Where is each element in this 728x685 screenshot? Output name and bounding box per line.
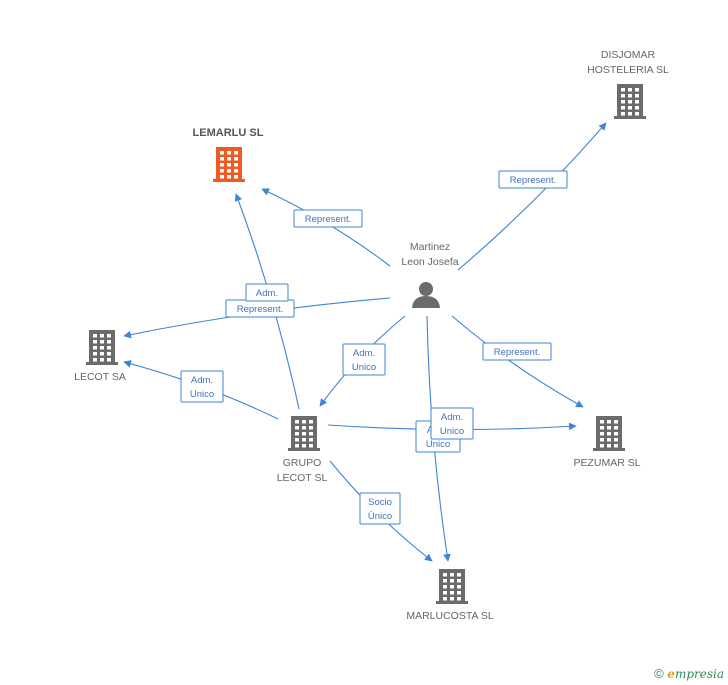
node-label-martinez[interactable]: Leon Josefa <box>401 256 458 268</box>
edge-label-box-m-pezumar[interactable] <box>482 342 552 361</box>
building-icon[interactable] <box>614 84 646 119</box>
edge-label-text-m-lecotsa: Represent. <box>237 304 283 315</box>
edge-m-disjomar <box>457 122 607 271</box>
edge-label-text-g-lemarlu: Adm. <box>256 288 278 299</box>
edge-label-text-m-grupo: Unico <box>352 362 376 373</box>
edge-label-text-m-grupo: Adm. <box>353 348 375 359</box>
edge-label-text-m-lemarlu: Represent. <box>305 214 351 225</box>
building-icon[interactable] <box>213 147 245 182</box>
building-icon[interactable] <box>436 569 468 604</box>
node-label-lemarlu[interactable]: LEMARLU SL <box>193 127 264 139</box>
node-label-lecot_sa[interactable]: LECOT SA <box>74 371 126 383</box>
edge-label-text-m-disjomar: Represent. <box>510 175 556 186</box>
edge-label-text-g-lecotsa: Adm. <box>191 375 213 386</box>
copyright-icon: © <box>654 666 664 681</box>
edge-m-pezumar <box>451 315 584 408</box>
node-label-grupo_lecot[interactable]: LECOT SL <box>277 472 328 484</box>
edge-label-box-g-lecotsa[interactable] <box>180 370 224 403</box>
edge-labels-layer: Represent. Represent. Represent. Adm. Unico R… <box>180 170 568 525</box>
node-label-pezumar[interactable]: PEZUMAR SL <box>573 457 640 469</box>
brand-logo[interactable]: empresia <box>667 667 724 681</box>
edge-label-text-m-pezumar: Represent. <box>494 347 540 358</box>
edge-label-box-m-disjomar[interactable] <box>498 170 568 189</box>
edge-label-box-m-grupo[interactable] <box>342 343 386 376</box>
edge-label-text-g-marlucosta: Socio <box>368 497 392 508</box>
edge-label-text-g-pezumar: Unico <box>440 426 464 437</box>
edge-label-box-g-pezumar[interactable] <box>430 407 474 440</box>
node-label-grupo_lecot[interactable]: GRUPO <box>283 457 322 469</box>
edge-label-box-m-lemarlu[interactable] <box>293 209 363 228</box>
building-icon[interactable] <box>288 416 320 451</box>
person-icon[interactable] <box>412 282 440 308</box>
node-label-disjomar[interactable]: DISJOMAR <box>601 49 656 61</box>
edge-label-box-g-marlucosta[interactable] <box>359 492 401 525</box>
node-label-marlucosta[interactable]: MARLUCOSTA SL <box>406 610 493 622</box>
building-icon[interactable] <box>593 416 625 451</box>
node-label-disjomar[interactable]: HOSTELERIA SL <box>587 64 669 76</box>
edge-label-text-g-pezumar: Adm. <box>441 412 463 423</box>
building-icon[interactable] <box>86 330 118 365</box>
edge-label-text-g-lecotsa: Unico <box>190 389 214 400</box>
node-label-martinez[interactable]: Martinez <box>410 241 450 253</box>
edge-label-box-g-lemarlu[interactable] <box>245 283 289 302</box>
edge-label-text-m-marlucosta: Unico <box>426 439 450 450</box>
nodes-layer: DISJOMAR HOSTELERIA SL LEMARLU SL MartinezL… <box>74 49 669 622</box>
brand-footer: © empresia <box>654 666 724 681</box>
edge-label-text-g-marlucosta: Único <box>368 511 392 522</box>
